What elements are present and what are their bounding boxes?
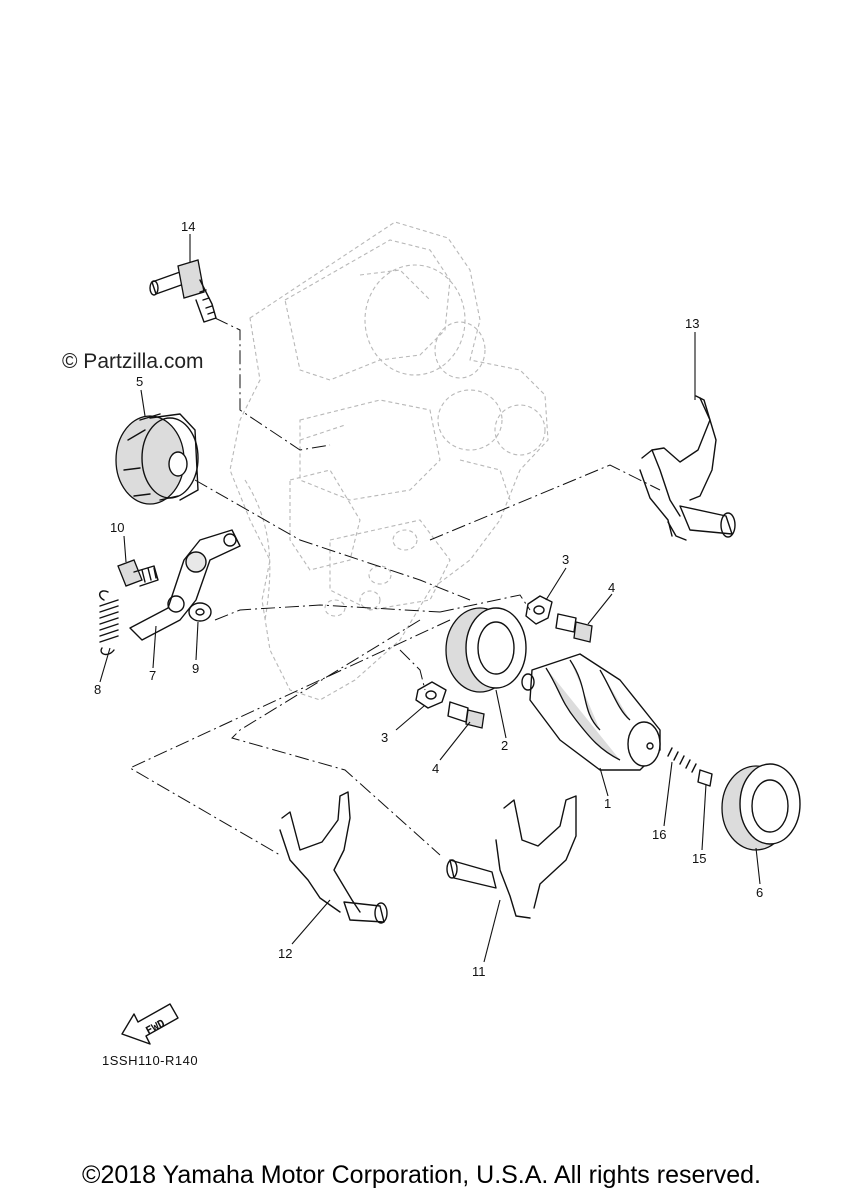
part-7-lever[interactable] [129,529,241,641]
part-16-spring[interactable] [667,747,697,773]
callout-5[interactable]: 5 [136,374,143,389]
diagram-code: 1SSH110-R140 [102,1053,199,1068]
callout-16[interactable]: 16 [652,827,666,842]
part-3-plate-upper[interactable] [525,595,553,625]
part-8-spring[interactable] [98,590,119,656]
copyright-notice: ©2018 Yamaha Motor Corporation, U.S.A. A… [82,1161,761,1189]
part-4-screw-lower[interactable] [447,701,485,729]
callout-11[interactable]: 11 [472,964,486,979]
callout-13[interactable]: 13 [685,316,699,331]
callout-4-lower[interactable]: 4 [432,761,439,776]
part-9-washer[interactable] [188,602,212,622]
watermark: © Partzilla.com [62,350,204,373]
part-14-stud-bolt[interactable] [149,259,217,323]
callout-8[interactable]: 8 [94,682,101,697]
crankcase-ghost [229,221,549,701]
fwd-arrow-icon: FWD [121,1003,179,1045]
part-12-shift-fork[interactable] [279,791,388,924]
part-1-shift-cam[interactable] [521,653,661,771]
part-4-screw-upper[interactable] [555,613,593,643]
part-5-segment[interactable] [115,413,199,505]
part-13-shift-fork[interactable] [639,395,736,541]
callout-2[interactable]: 2 [501,738,508,753]
callout-3-lower[interactable]: 3 [381,730,388,745]
part-10-bolt[interactable] [117,559,159,587]
part-11-shift-fork[interactable] [446,795,577,919]
reference-lines [128,317,661,856]
callout-3-upper[interactable]: 3 [562,552,569,567]
callout-12[interactable]: 12 [278,946,292,961]
callout-7[interactable]: 7 [149,668,156,683]
callout-9[interactable]: 9 [192,661,199,676]
callout-4-upper[interactable]: 4 [608,580,615,595]
callout-14[interactable]: 14 [181,219,195,234]
part-6-bearing[interactable] [721,763,801,851]
part-3-plate-lower[interactable] [415,681,447,709]
callout-6[interactable]: 6 [756,885,763,900]
leader-lines [99,234,761,963]
callout-1[interactable]: 1 [604,796,611,811]
callout-15[interactable]: 15 [692,851,706,866]
callouts: 14 13 5 10 3 4 7 9 8 3 2 4 1 16 15 6 12 … [94,219,763,979]
callout-10[interactable]: 10 [110,520,124,535]
part-2-bearing[interactable] [445,607,527,693]
part-15-pin[interactable] [697,769,713,787]
